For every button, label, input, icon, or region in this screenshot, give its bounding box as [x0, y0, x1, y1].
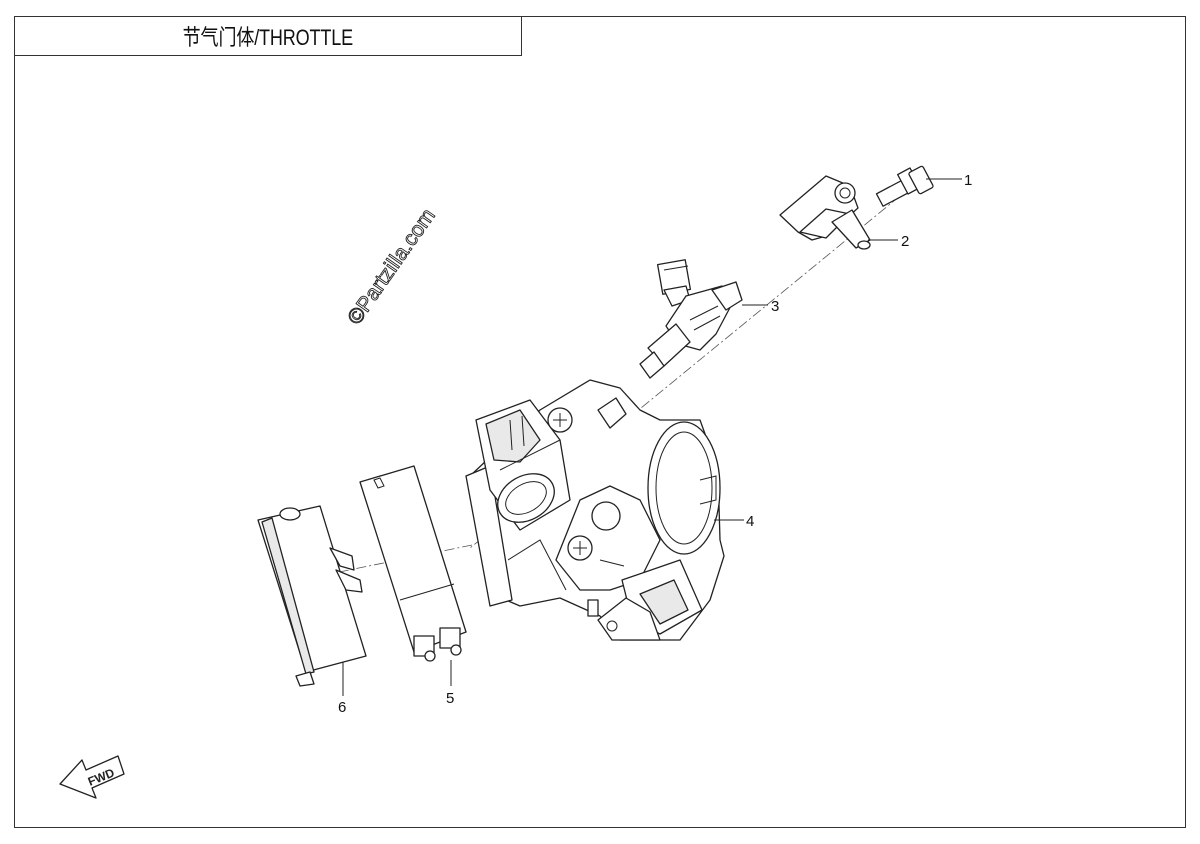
- part-3-injector[interactable]: [639, 259, 743, 379]
- callout-1[interactable]: 1: [964, 172, 972, 189]
- title-box: 节气门体/THROTTLE: [14, 16, 522, 56]
- part-4-throttle-body[interactable]: [465, 379, 725, 641]
- part-1-bolt[interactable]: [875, 165, 934, 207]
- fwd-arrow-icon: FWD: [59, 755, 125, 799]
- callout-6[interactable]: 6: [338, 699, 346, 716]
- part-5-gasket[interactable]: [359, 465, 467, 662]
- part-2-sensor[interactable]: [779, 175, 871, 250]
- callout-4[interactable]: 4: [746, 513, 754, 530]
- callout-2[interactable]: 2: [901, 233, 909, 250]
- part-6-spacer[interactable]: [257, 505, 367, 687]
- callout-5[interactable]: 5: [446, 690, 454, 707]
- watermark: ©Partzilla.com: [343, 205, 440, 329]
- diagram-frame: [14, 16, 1186, 828]
- callout-3[interactable]: 3: [771, 298, 779, 315]
- diagram-title: 节气门体/THROTTLE: [182, 24, 353, 50]
